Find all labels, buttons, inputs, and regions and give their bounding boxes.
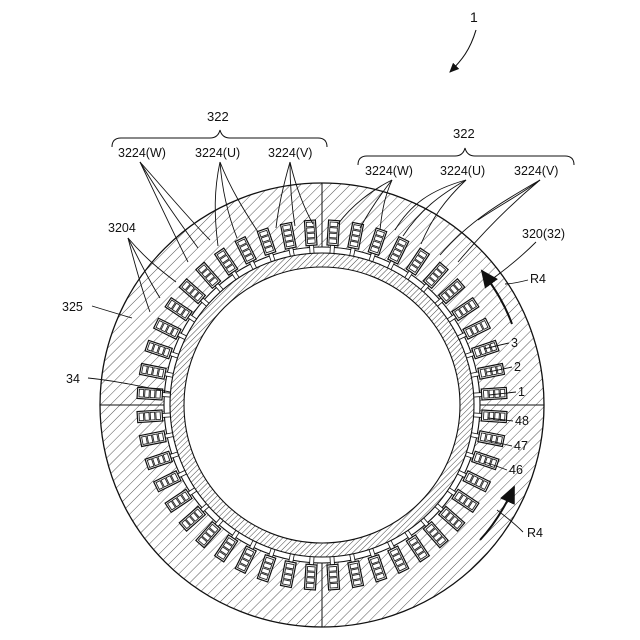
right-coil-group: 322 3224(W) 3224(U) 3224(V): [358, 126, 574, 178]
right-coil-u-label: 3224(U): [440, 164, 485, 178]
right-group-brace: [358, 148, 574, 165]
left-group-label: 322: [207, 109, 229, 124]
slot-ref-label: 3204: [108, 221, 136, 235]
slot-number-1: 1: [518, 385, 525, 399]
slot-number-3: 3: [511, 336, 518, 350]
inner-sleeve: [170, 253, 474, 557]
slot-number-2: 2: [514, 360, 521, 374]
slot-number-46: 46: [509, 463, 523, 477]
figure-ref: 1: [450, 9, 478, 72]
rotor-bore: [184, 267, 460, 543]
left-coil-group: 322 3224(W) 3224(U) 3224(V): [112, 109, 327, 160]
slot-number-47: 47: [514, 439, 528, 453]
rotation-label-top: R4: [530, 272, 546, 286]
right-coil-w-label: 3224(W): [365, 164, 413, 178]
outer-ref-label: 325: [62, 300, 83, 314]
rotation-label-bottom: R4: [527, 526, 543, 540]
core-ref-label: 320(32): [522, 227, 565, 241]
left-coil-w-label: 3224(W): [118, 146, 166, 160]
figure-ref-label: 1: [470, 9, 478, 25]
left-coil-u-label: 3224(U): [195, 146, 240, 160]
left-coil-v-label: 3224(V): [268, 146, 312, 160]
left-group-brace: [112, 130, 327, 147]
inner-ref-label: 34: [66, 372, 80, 386]
slot-number-48: 48: [515, 414, 529, 428]
right-group-label: 322: [453, 126, 475, 141]
right-coil-v-label: 3224(V): [514, 164, 558, 178]
